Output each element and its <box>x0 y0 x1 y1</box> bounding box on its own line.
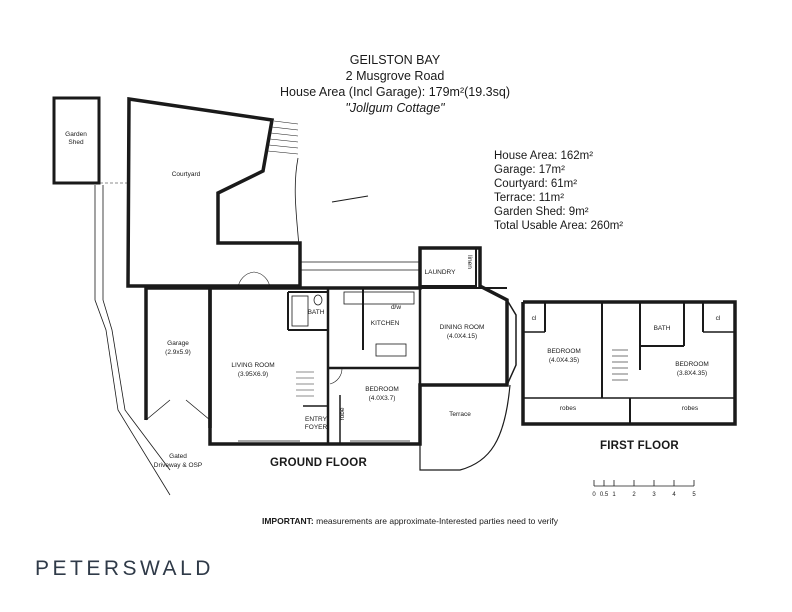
stat-courtyard: Courtyard: 61m² <box>494 178 578 190</box>
label-bedroom-1: BEDROOM <box>365 386 399 393</box>
label-linen: linen <box>466 255 473 269</box>
ground-floor-title: GROUND FLOOR <box>270 457 367 469</box>
scale-label-2: 2 <box>632 492 636 498</box>
label-garage-2: (2.9x5.9) <box>165 349 191 356</box>
scale-label-4: 4 <box>672 492 676 498</box>
plan-header: GEILSTON BAY 2 Musgrove Road House Area … <box>210 52 580 116</box>
scale-label-1: 1 <box>612 492 616 498</box>
scale-bar: 0 0.5 1 2 3 4 5 <box>592 480 696 498</box>
label-robe: robe <box>339 407 346 420</box>
disclaimer-note: IMPORTANT: measurements are approximate-… <box>230 516 590 526</box>
stat-garage: Garage: 17m² <box>494 164 565 176</box>
label-ff-cl-1: cl <box>532 315 537 322</box>
label-ff-bedroom2-2: (3.8X4.35) <box>677 370 707 377</box>
scale-label-0: 0 <box>592 492 596 498</box>
courtyard-stairs <box>267 120 299 155</box>
label-dining-2: (4.0X4.15) <box>447 333 477 340</box>
stat-terrace: Terrace: 11m² <box>494 192 565 204</box>
courtyard-outline <box>126 96 302 288</box>
scale-label-5: 5 <box>692 492 696 498</box>
dining-bay-window <box>506 299 517 386</box>
laundry-outline <box>419 247 477 287</box>
label-ff-bedroom2-1: BEDROOM <box>675 361 709 368</box>
stat-total-usable: Total Usable Area: 260m² <box>494 220 624 232</box>
garden-shed-outline <box>52 96 101 185</box>
address-line: 2 Musgrove Road <box>345 69 445 83</box>
label-terrace: Terrace <box>449 411 471 418</box>
label-garage-1: Garage <box>167 340 189 347</box>
west-boundary <box>94 185 171 496</box>
disclaimer-bold: IMPORTANT: <box>261 516 314 526</box>
stat-garden-shed: Garden Shed: 9m² <box>494 206 589 218</box>
house-area-line: House Area (Incl Garage): 179m²(19.3sq) <box>280 85 510 99</box>
scale-label-0-5: 0.5 <box>600 492 609 498</box>
brand-logo-text: PETERSWALD <box>35 557 214 580</box>
label-courtyard: Courtyard <box>172 171 201 178</box>
garage-outline <box>144 286 212 428</box>
label-garden-shed-2: Shed <box>68 139 84 146</box>
label-living-2: (3.95X6.9) <box>238 371 268 378</box>
west-boundary-inner <box>102 185 171 471</box>
first-floor-outer-wall <box>521 300 737 426</box>
label-dw: d/w <box>391 304 401 311</box>
label-gated-2: Driveway & OSP <box>154 462 202 469</box>
label-living-1: LIVING ROOM <box>231 362 274 369</box>
first-floor-title: FIRST FLOOR <box>600 440 679 452</box>
label-entry-1: ENTRY <box>305 416 328 423</box>
property-name: "Jollgum Cottage" <box>345 101 445 115</box>
terrace-outline <box>419 384 511 471</box>
label-ff-robes-2: robes <box>682 405 699 412</box>
label-gated-1: Gated <box>169 453 187 460</box>
label-dining-1: DINING ROOM <box>440 324 485 331</box>
label-bath: BATH <box>308 309 325 316</box>
label-laundry: LAUNDRY <box>425 269 457 276</box>
label-kitchen: KITCHEN <box>371 320 400 327</box>
label-ff-bedroom1-2: (4.0X4.35) <box>549 357 579 364</box>
stat-house-area: House Area: 162m² <box>494 150 594 162</box>
boundary-curve <box>294 157 301 287</box>
disclaimer-text: measurements are approximate-Interested … <box>313 516 559 526</box>
north-arrow <box>331 195 369 203</box>
label-ff-robes-1: robes <box>560 405 577 412</box>
scale-label-3: 3 <box>652 492 656 498</box>
label-ff-cl-2: cl <box>716 315 721 322</box>
label-ff-bath: BATH <box>654 325 671 332</box>
suburb-title: GEILSTON BAY <box>349 53 441 67</box>
label-bedroom-2: (4.0X3.7) <box>369 395 396 402</box>
label-entry-2: FOYER <box>305 424 328 431</box>
area-summary: House Area: 162m² Garage: 17m² Courtyard… <box>494 149 623 233</box>
label-ff-bedroom1-1: BEDROOM <box>547 348 581 355</box>
label-garden-shed-1: Garden <box>65 131 87 138</box>
